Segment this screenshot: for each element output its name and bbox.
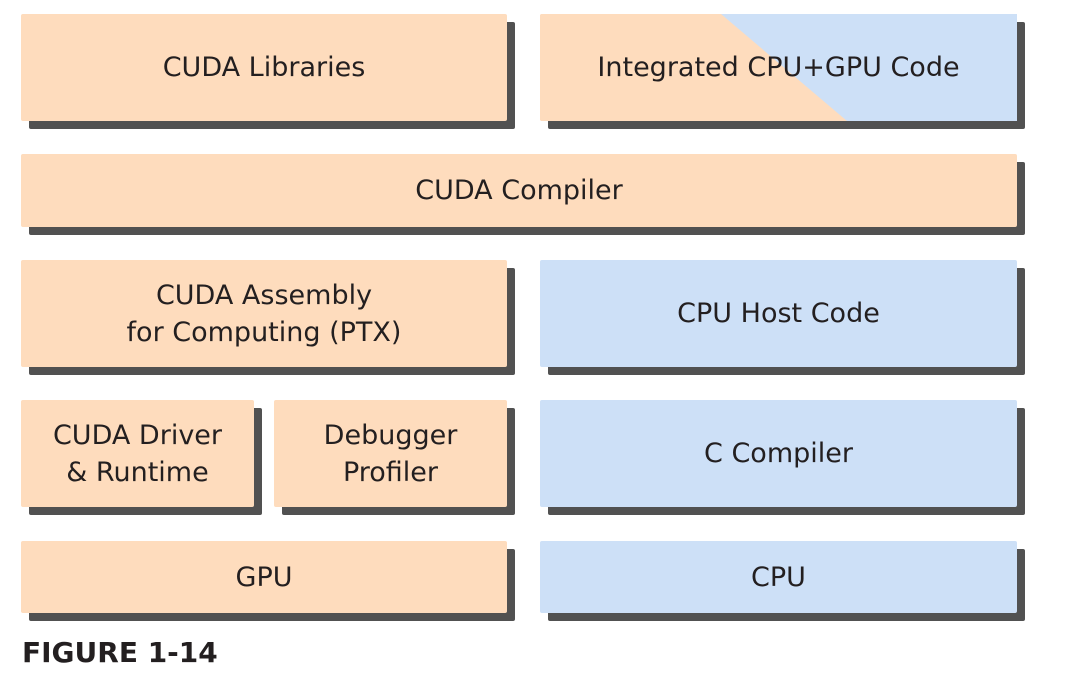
- gpu-label: GPU: [235, 561, 293, 593]
- debugger-profiler-label: Debugger Profiler: [323, 419, 458, 488]
- cpu-label: CPU: [751, 561, 806, 593]
- cpu-block: CPU: [540, 541, 1017, 613]
- cuda-libraries-block: CUDA Libraries: [21, 14, 507, 121]
- ptx-label: CUDA Assembly for Computing (PTX): [126, 279, 402, 348]
- driver-runtime-label: CUDA Driver & Runtime: [52, 419, 223, 488]
- cpu-half: [721, 14, 1017, 121]
- gpu-block: GPU: [21, 541, 507, 613]
- cpu-host-code-label: CPU Host Code: [677, 298, 880, 329]
- integrated-code-label: Integrated CPU+GPU Code: [597, 52, 960, 83]
- c-compiler-label: C Compiler: [704, 438, 853, 469]
- driver-runtime-block: CUDA Driver & Runtime: [21, 400, 254, 507]
- cuda-compiler-block: CUDA Compiler: [21, 154, 1017, 227]
- c-compiler-block: C Compiler: [540, 400, 1017, 507]
- split-background: [540, 14, 1017, 121]
- integrated-cpu-gpu-code-block: Integrated CPU+GPU Code: [540, 14, 1017, 121]
- ptx-block: CUDA Assembly for Computing (PTX): [21, 260, 507, 367]
- figure-caption: FIGURE 1-14: [22, 636, 218, 669]
- cuda-libraries-label: CUDA Libraries: [162, 52, 366, 83]
- debugger-profiler-block: Debugger Profiler: [274, 400, 507, 507]
- cpu-host-code-block: CPU Host Code: [540, 260, 1017, 367]
- cuda-compiler-label: CUDA Compiler: [415, 175, 623, 206]
